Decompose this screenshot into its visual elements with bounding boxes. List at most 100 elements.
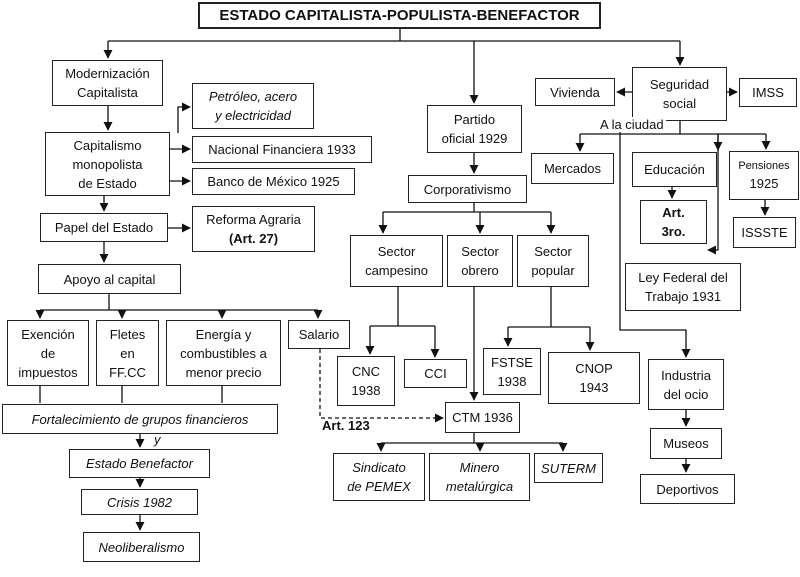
node-salario: Salario: [288, 320, 350, 349]
node-line: Trabajo 1931: [644, 289, 722, 304]
node-line: Industria: [661, 367, 711, 383]
node-line: Estado Benefactor: [86, 456, 193, 471]
node-deportivos: Deportivos: [640, 474, 735, 504]
node-banxico: Banco de México 1925: [192, 168, 355, 195]
node-line: Partido: [453, 112, 496, 127]
node-mercados: Mercados: [531, 153, 614, 184]
node-line: de: [40, 345, 56, 361]
node-line: Sector: [377, 244, 416, 259]
node-line: CCI: [424, 366, 447, 381]
node-line: Educación: [644, 162, 705, 177]
label-y: y: [154, 432, 161, 447]
node-line: Neoliberalismo: [98, 539, 185, 555]
node-line: Crisis 1982: [106, 494, 173, 510]
node-crisis: Crisis 1982: [81, 489, 198, 515]
node-line: metalúrgica: [445, 479, 514, 494]
node-line: Papel del Estado: [54, 220, 154, 235]
node-seguridad: Seguridad social: [632, 67, 727, 121]
node-line: popular: [531, 263, 575, 278]
node-line: Fortalecimiento de grupos financieros: [31, 411, 249, 427]
node-line: Museos: [663, 436, 709, 451]
node-line: Seguridad: [649, 77, 710, 92]
node-vivienda: Vivienda: [535, 78, 615, 106]
node-line: menor precio: [185, 364, 262, 380]
node-line: 1938: [351, 383, 381, 398]
node-line: Exención: [21, 326, 75, 342]
node-partido: Partido oficial 1929: [427, 105, 522, 153]
node-line: Fletes: [109, 326, 146, 342]
node-line: SUTERM: [541, 460, 596, 476]
node-nafin: Nacional Financiera 1933: [192, 136, 372, 163]
diagram-title: ESTADO CAPITALISTA-POPULISTA-BENEFACTOR: [198, 2, 601, 29]
node-line: FSTSE: [491, 354, 533, 370]
node-line: IMSS: [752, 85, 784, 100]
node-modernizacion: Modernización Capitalista: [52, 60, 163, 106]
node-line: Energía y: [195, 326, 252, 342]
node-issste: ISSSTE: [733, 217, 796, 248]
node-line: CNOP: [575, 361, 613, 376]
node-apoyo: Apoyo al capital: [38, 264, 181, 294]
node-pensiones: Pensiones 1925: [729, 151, 799, 200]
node-line: impuestos: [18, 364, 78, 380]
label-ciudad: A la ciudad: [598, 117, 666, 132]
node-line: combustibles a: [180, 345, 267, 361]
node-line: Vivienda: [550, 84, 600, 100]
node-art3: Art. 3ro.: [640, 200, 707, 244]
node-sindicato: Sindicato de PEMEX: [333, 453, 425, 501]
node-estado-benefactor: Estado Benefactor: [69, 449, 210, 478]
node-line: y electricidad: [215, 108, 291, 123]
node-capitalismo: Capitalismo monopolista de Estado: [45, 132, 170, 196]
node-imss: IMSS: [739, 78, 797, 107]
node-line: Minero: [459, 460, 500, 475]
node-line: FF.CC: [109, 364, 146, 380]
node-educacion: Educación: [632, 152, 717, 187]
node-line: Sindicato: [352, 460, 406, 475]
node-line: Capitalismo: [73, 137, 142, 153]
node-line: ISSSTE: [741, 225, 788, 240]
node-line: Sector: [461, 244, 499, 259]
node-neoliberalismo: Neoliberalismo: [83, 532, 200, 562]
node-cnc: CNC 1938: [337, 356, 395, 406]
node-line: Corporativismo: [423, 181, 512, 197]
node-energia: Energía y combustibles a menor precio: [166, 320, 281, 386]
node-papel: Papel del Estado: [40, 213, 168, 242]
node-suterm: SUTERM: [534, 453, 603, 483]
node-line: Petróleo, acero: [208, 89, 298, 104]
node-exencion: Exención de impuestos: [7, 320, 89, 386]
node-line: de PEMEX: [347, 479, 411, 494]
node-line: Modernización: [65, 66, 150, 81]
node-line: CNC: [351, 364, 381, 379]
node-line: campesino: [365, 263, 428, 278]
node-minero: Minero metalúrgica: [429, 453, 530, 501]
node-line: Capitalista: [77, 85, 138, 100]
node-line: Mercados: [543, 161, 602, 176]
node-line: Salario: [298, 327, 340, 342]
node-cnop: CNOP 1943: [548, 352, 640, 404]
node-cci: CCI: [404, 359, 467, 388]
node-line: (Art. 27): [228, 231, 279, 246]
node-line: obrero: [461, 263, 499, 278]
node-line: del ocio: [663, 386, 709, 402]
node-line: 3ro.: [661, 224, 686, 239]
node-fstse: FSTSE 1938: [483, 348, 541, 395]
node-line: CTM 1936: [452, 410, 513, 425]
node-line: de Estado: [78, 175, 137, 191]
node-obrero: Sector obrero: [447, 235, 513, 287]
node-line: Art.: [662, 205, 685, 220]
node-line: Reforma Agraria: [206, 212, 301, 227]
title-text: ESTADO CAPITALISTA-POPULISTA-BENEFACTOR: [219, 7, 580, 24]
node-line: oficial 1929: [441, 131, 508, 146]
node-popular: Sector popular: [517, 235, 589, 287]
node-line: 1943: [579, 380, 609, 395]
label-art123: Art. 123: [322, 418, 370, 433]
node-line: 1938: [497, 373, 527, 389]
node-line: Pensiones: [738, 159, 790, 172]
node-museos: Museos: [650, 428, 722, 459]
node-line: 1925: [749, 175, 779, 191]
node-line: Ley Federal del: [638, 270, 728, 285]
node-campesino: Sector campesino: [350, 235, 443, 287]
node-line: Deportivos: [656, 481, 719, 497]
node-fletes: Fletes en FF.CC: [96, 320, 159, 386]
node-ctm: CTM 1936: [445, 402, 520, 433]
node-line: monopolista: [72, 156, 143, 172]
